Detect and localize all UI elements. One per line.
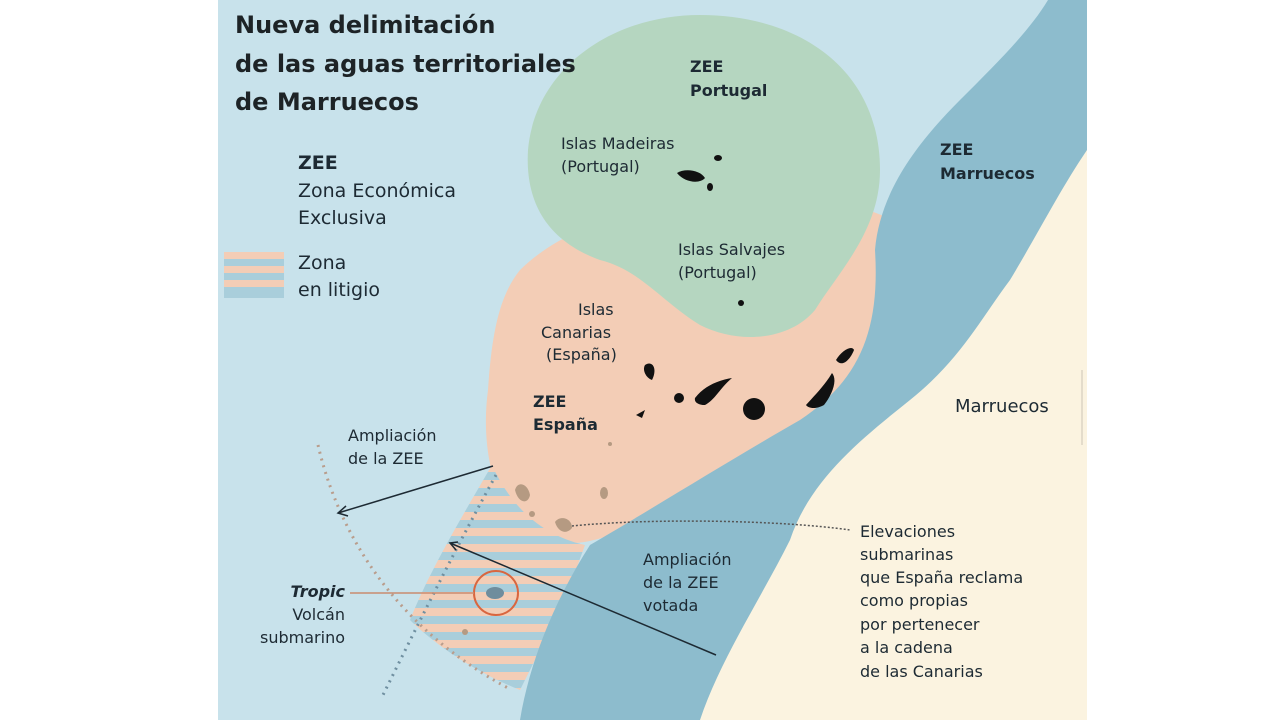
disputed-zone (410, 465, 585, 690)
inner-dotted-limit (380, 474, 498, 698)
zee-portugal-area (527, 15, 880, 337)
label-zee-espana-2: España (533, 415, 598, 434)
title-line-3: de Marruecos (235, 88, 419, 116)
svg-text:submarinas: submarinas (860, 545, 953, 564)
legend-zee-line2: Exclusiva (298, 207, 387, 229)
tropic-seamount (486, 587, 504, 599)
seamounts (462, 442, 612, 635)
label-canarias-3: (España) (546, 345, 617, 364)
label-marruecos: Marruecos (955, 396, 1049, 417)
svg-text:que España reclama: que España reclama (860, 568, 1023, 587)
svg-text:como propias: como propias (860, 591, 968, 610)
svg-text:Elevaciones: Elevaciones (860, 522, 955, 541)
label-zee-marruecos-1: ZEE (940, 140, 973, 159)
label-zee-marruecos-2: Marruecos (940, 164, 1035, 183)
label-canarias-1: Islas (578, 300, 614, 319)
label-zee-portugal-1: ZEE (690, 57, 723, 76)
legend-stripes-swatch (224, 252, 284, 298)
title-line-1: Nueva delimitación (235, 11, 495, 39)
label-votada-2: de la ZEE (643, 573, 719, 592)
label-canarias-2: Canarias (541, 323, 611, 342)
label-elevaciones: Elevaciones submarinas que España reclam… (860, 522, 1023, 681)
label-madeiras-1: Islas Madeiras (561, 134, 675, 153)
label-salvajes-1: Islas Salvajes (678, 240, 785, 259)
legend-dispute-line2: en litigio (298, 279, 380, 301)
legend-zee-line1: Zona Económica (298, 180, 456, 202)
label-volcan-2: submarino (260, 628, 345, 647)
legend-zee: ZEE (298, 152, 338, 174)
morocco-land (700, 150, 1087, 720)
label-ampliacion-1: Ampliación (348, 426, 437, 445)
svg-text:a la cadena: a la cadena (860, 638, 953, 657)
legend-dispute-line1: Zona (298, 252, 346, 274)
label-salvajes-2: (Portugal) (678, 263, 757, 282)
label-madeiras-2: (Portugal) (561, 157, 640, 176)
label-votada-1: Ampliación (643, 550, 732, 569)
svg-text:por pertenecer: por pertenecer (860, 615, 980, 634)
label-ampliacion-2: de la ZEE (348, 449, 424, 468)
label-zee-espana-1: ZEE (533, 392, 566, 411)
title-line-2: de las aguas territoriales (235, 50, 576, 78)
islands (636, 155, 854, 420)
label-zee-portugal-2: Portugal (690, 81, 767, 100)
label-votada-3: votada (643, 596, 698, 615)
svg-text:de las Canarias: de las Canarias (860, 662, 983, 681)
label-volcan-1: Volcán (292, 605, 345, 624)
label-tropic: Tropic (291, 582, 346, 601)
